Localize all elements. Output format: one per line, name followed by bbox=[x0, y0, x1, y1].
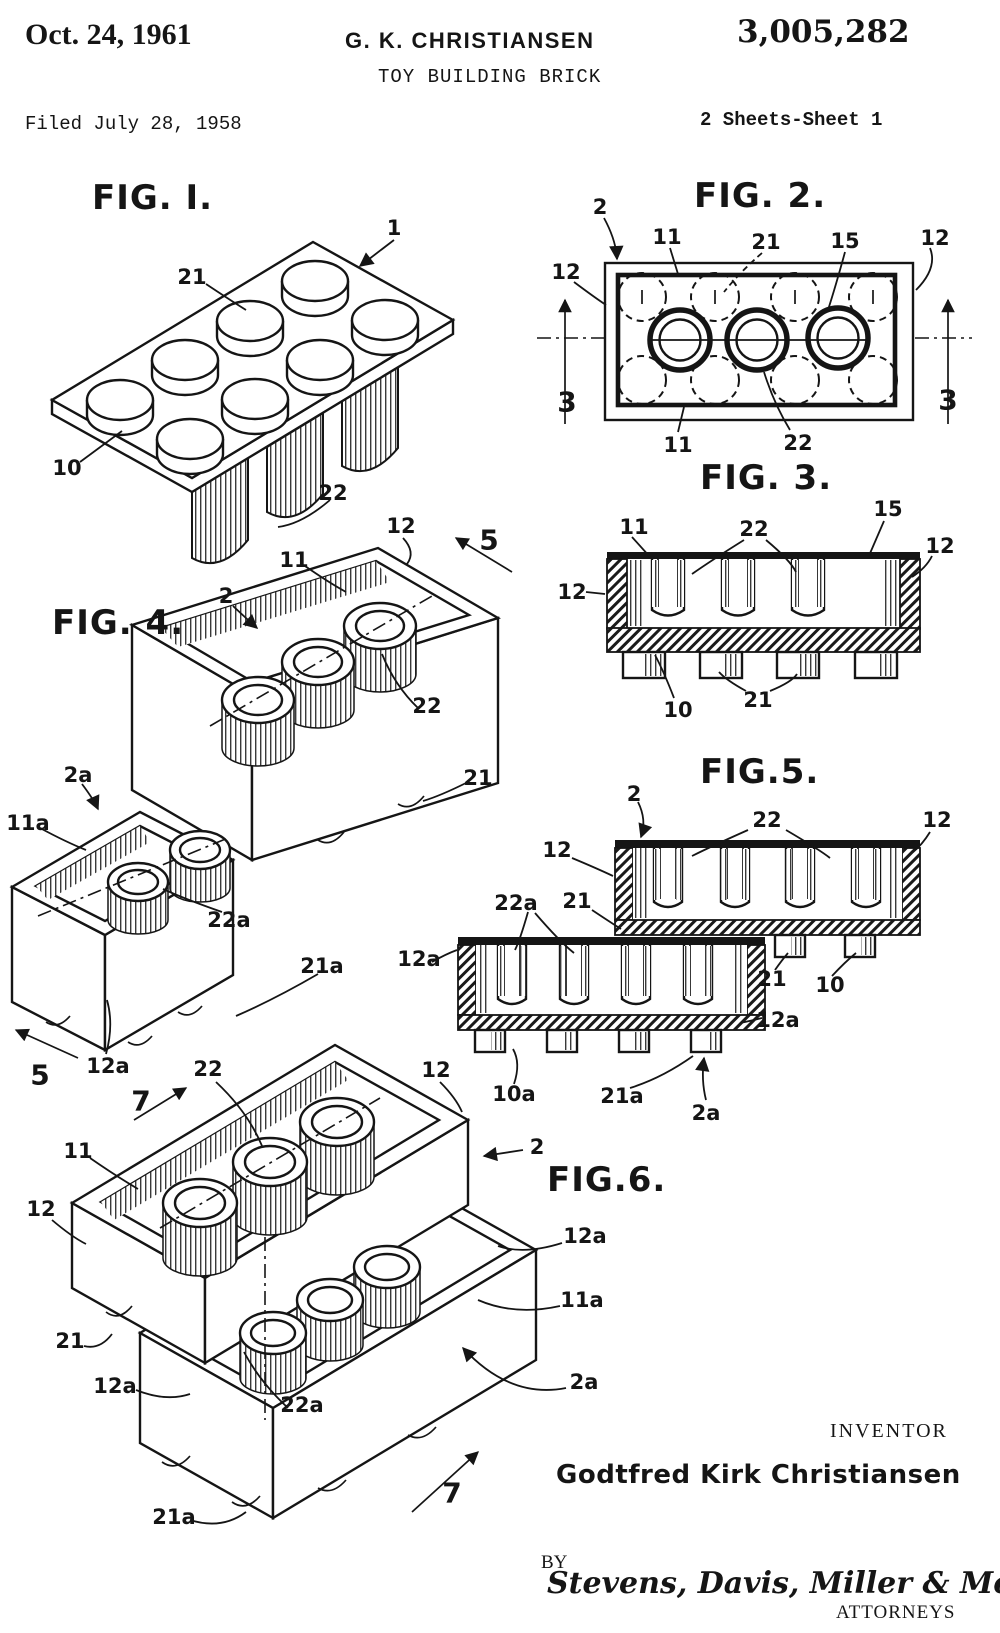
fig3-title: FIG. 3. bbox=[700, 458, 832, 498]
attorney-signature: Stevens, Davis, Miller & Mosher bbox=[547, 1566, 1000, 1601]
patent-number: 3,005,282 bbox=[737, 14, 910, 50]
fig1-title: FIG. I. bbox=[92, 178, 213, 218]
sheet-info: 2 Sheets-Sheet 1 bbox=[700, 109, 882, 131]
fig2-drawing bbox=[537, 218, 972, 432]
inventor-full-name: Godtfred Kirk Christiansen bbox=[556, 1460, 961, 1490]
fig2-title: FIG. 2. bbox=[694, 176, 826, 216]
patent-inventor-abbrev: G. K. CHRISTIANSEN bbox=[345, 28, 594, 54]
inventor-caption: INVENTOR bbox=[830, 1420, 948, 1443]
filing-date: Filed July 28, 1958 bbox=[25, 113, 242, 135]
fig5-title: FIG.5. bbox=[700, 752, 819, 792]
fig4-title: FIG. 4. bbox=[52, 603, 184, 643]
fig5-drawing bbox=[432, 802, 930, 1100]
fig6-title: FIG.6. bbox=[547, 1160, 666, 1200]
patent-title: TOY BUILDING BRICK bbox=[378, 66, 601, 88]
patent-date: Oct. 24, 1961 bbox=[25, 18, 192, 52]
fig3-drawing bbox=[586, 521, 932, 698]
fig6-drawing bbox=[52, 1045, 566, 1524]
fig1-drawing bbox=[52, 240, 453, 563]
attorneys-caption: ATTORNEYS bbox=[836, 1602, 956, 1624]
